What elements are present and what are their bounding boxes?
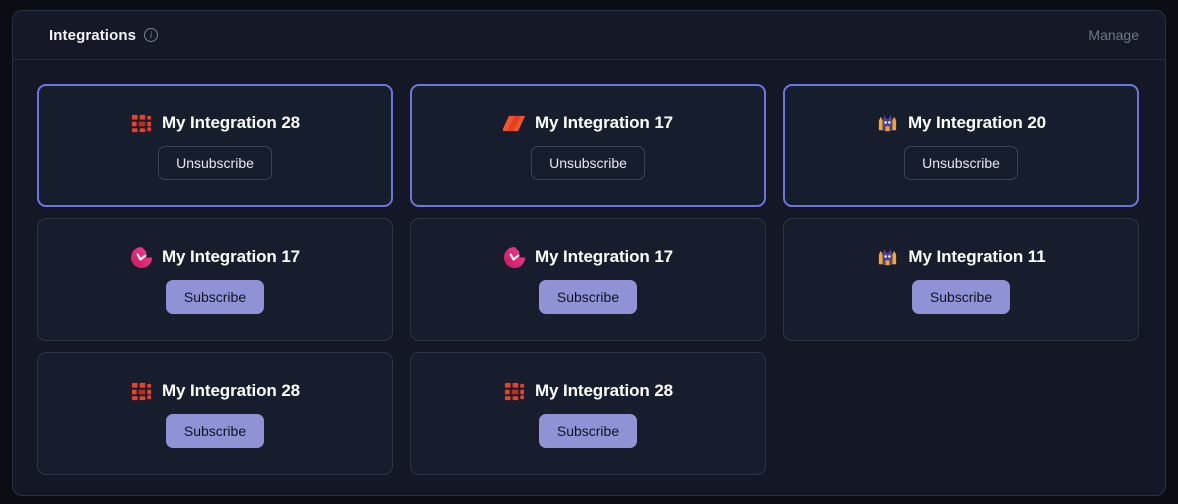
integration-name: My Integration 17 xyxy=(534,247,674,266)
integration-name: My Integration 17 xyxy=(534,113,674,132)
integration-card[interactable]: My Integration 17 Unsubscribe xyxy=(410,84,766,207)
unsubscribe-button[interactable]: Unsubscribe xyxy=(531,145,645,180)
integrations-panel: Integrations i Manage My Integration 28 U… xyxy=(12,10,1166,496)
integration-name: My Integration 28 xyxy=(161,381,301,400)
card-title-row: My Integration 20 xyxy=(876,112,1046,135)
cat-mascot-icon xyxy=(878,114,897,131)
manage-link[interactable]: Manage xyxy=(1088,27,1139,43)
integration-name: My Integration 17 xyxy=(161,247,301,266)
unsubscribe-button[interactable]: Unsubscribe xyxy=(158,145,272,180)
card-title-row: My Integration 28 xyxy=(130,112,300,135)
slashes-icon xyxy=(502,115,526,131)
integration-name: My Integration 28 xyxy=(534,381,674,400)
pink-circle-icon xyxy=(130,246,152,268)
subscribe-button[interactable]: Subscribe xyxy=(538,413,638,448)
integration-card[interactable]: My Integration 20 Unsubscribe xyxy=(783,84,1139,207)
card-title-row: My Integration 11 xyxy=(876,246,1046,269)
integration-name: My Integration 28 xyxy=(161,113,301,132)
grid-blocks-icon xyxy=(504,382,525,400)
integration-card[interactable]: My Integration 28 Subscribe xyxy=(37,352,393,475)
card-title-row: My Integration 17 xyxy=(502,112,674,135)
integration-name: My Integration 11 xyxy=(908,247,1046,266)
unsubscribe-button[interactable]: Unsubscribe xyxy=(904,145,1018,180)
page-title: Integrations xyxy=(49,26,137,44)
cat-mascot-icon xyxy=(879,248,897,265)
grid-blocks-icon xyxy=(131,382,152,400)
integration-card[interactable]: My Integration 17 Subscribe xyxy=(410,218,766,341)
integration-name: My Integration 20 xyxy=(907,113,1047,132)
pink-circle-icon xyxy=(503,246,525,268)
info-icon[interactable]: i xyxy=(144,28,159,42)
panel-header: Integrations i Manage xyxy=(13,11,1165,60)
card-title-row: My Integration 28 xyxy=(130,380,300,403)
subscribe-button[interactable]: Subscribe xyxy=(911,279,1011,314)
integration-card[interactable]: My Integration 28 Unsubscribe xyxy=(37,84,393,207)
subscribe-button[interactable]: Subscribe xyxy=(165,413,265,448)
subscribe-button[interactable]: Subscribe xyxy=(165,279,265,314)
card-title-row: My Integration 17 xyxy=(130,246,300,269)
card-title-row: My Integration 17 xyxy=(503,246,673,269)
grid-blocks-icon xyxy=(131,114,152,132)
subscribe-button[interactable]: Subscribe xyxy=(538,279,638,314)
card-title-row: My Integration 28 xyxy=(503,380,673,403)
integration-card[interactable]: My Integration 28 Subscribe xyxy=(410,352,766,475)
integration-card[interactable]: My Integration 11 Subscribe xyxy=(783,218,1139,341)
integration-card[interactable]: My Integration 17 Subscribe xyxy=(37,218,393,341)
